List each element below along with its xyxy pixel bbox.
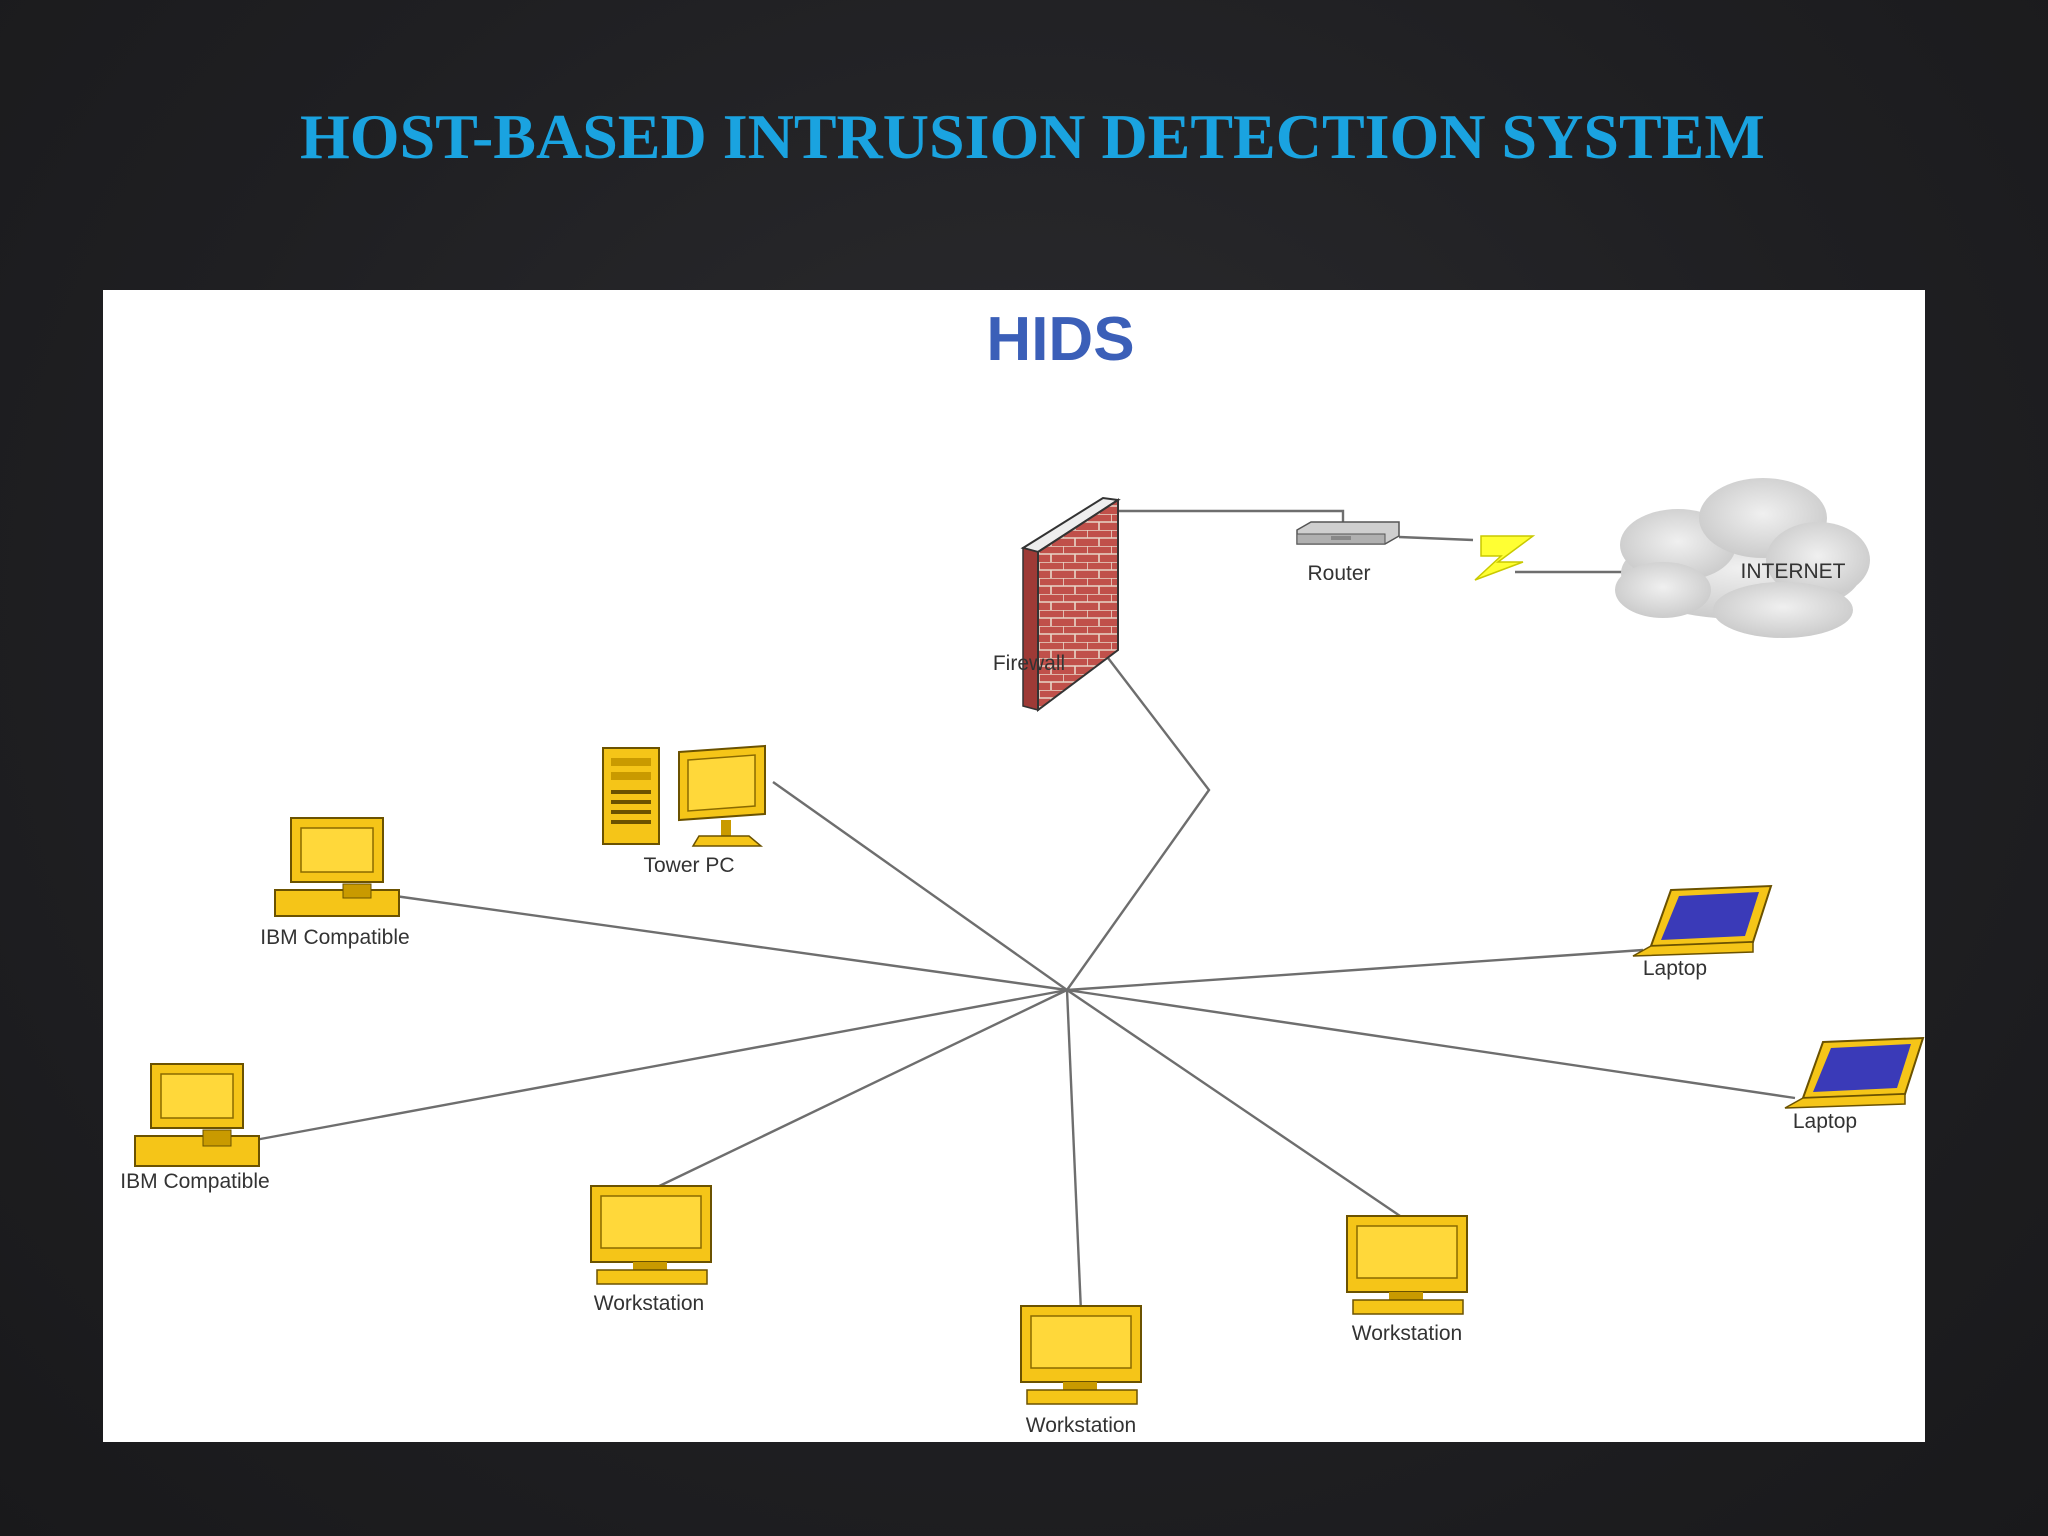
cloud-icon xyxy=(1615,478,1870,638)
link-hub-ws3 xyxy=(1066,989,1404,1219)
node-label-internet: INTERNET xyxy=(1741,560,1846,583)
node-label-tower-pc: Tower PC xyxy=(643,854,734,877)
lightning-icon xyxy=(1474,535,1536,581)
slide-title: HOST-BASED INTRUSION DETECTION SYSTEM xyxy=(300,101,1765,172)
node-label-workstation-1: Workstation xyxy=(594,1292,705,1315)
link-router-internet xyxy=(1398,535,1474,542)
tower-pc-icon xyxy=(602,744,766,847)
laptop-icon xyxy=(1632,884,1773,957)
node-label-ibm-compatible-1: IBM Compatible xyxy=(260,926,409,949)
desktop-computer-icon xyxy=(134,1063,260,1167)
firewall-icon xyxy=(1020,496,1121,712)
link-firewall-hub xyxy=(1066,619,1211,991)
network-diagram: Firewall Router INTERNET Tower PC IBM Co… xyxy=(120,478,1925,1437)
laptop-icon xyxy=(1784,1036,1925,1109)
workstation-icon xyxy=(1020,1305,1142,1405)
node-label-firewall: Firewall xyxy=(993,652,1065,675)
link-hub-laptop2 xyxy=(1066,988,1796,1100)
link-hub-ws1 xyxy=(650,988,1068,1192)
diagram-title: HIDS xyxy=(986,305,1135,374)
workstation-icon xyxy=(590,1185,712,1285)
node-label-router: Router xyxy=(1307,562,1370,585)
node-label-laptop-2: Laptop xyxy=(1793,1110,1857,1133)
link-hub-tower xyxy=(772,781,1068,991)
link-hub-ibm2 xyxy=(254,988,1068,1142)
connection-lines xyxy=(254,509,1796,1313)
diagram-panel: HIDS xyxy=(103,290,1925,1442)
node-label-ibm-compatible-2: IBM Compatible xyxy=(120,1170,269,1193)
desktop-computer-icon xyxy=(274,817,400,917)
link-hub-laptop1 xyxy=(1066,948,1644,992)
link-firewall-router xyxy=(1115,509,1345,526)
node-label-workstation-2: Workstation xyxy=(1026,1414,1137,1437)
link-hub-ibm1 xyxy=(394,894,1068,992)
workstation-icon xyxy=(1346,1215,1468,1315)
node-label-laptop-1: Laptop xyxy=(1643,957,1707,980)
link-hub-ws2 xyxy=(1065,989,1083,1313)
node-label-workstation-3: Workstation xyxy=(1352,1322,1463,1345)
router-icon xyxy=(1296,521,1400,545)
